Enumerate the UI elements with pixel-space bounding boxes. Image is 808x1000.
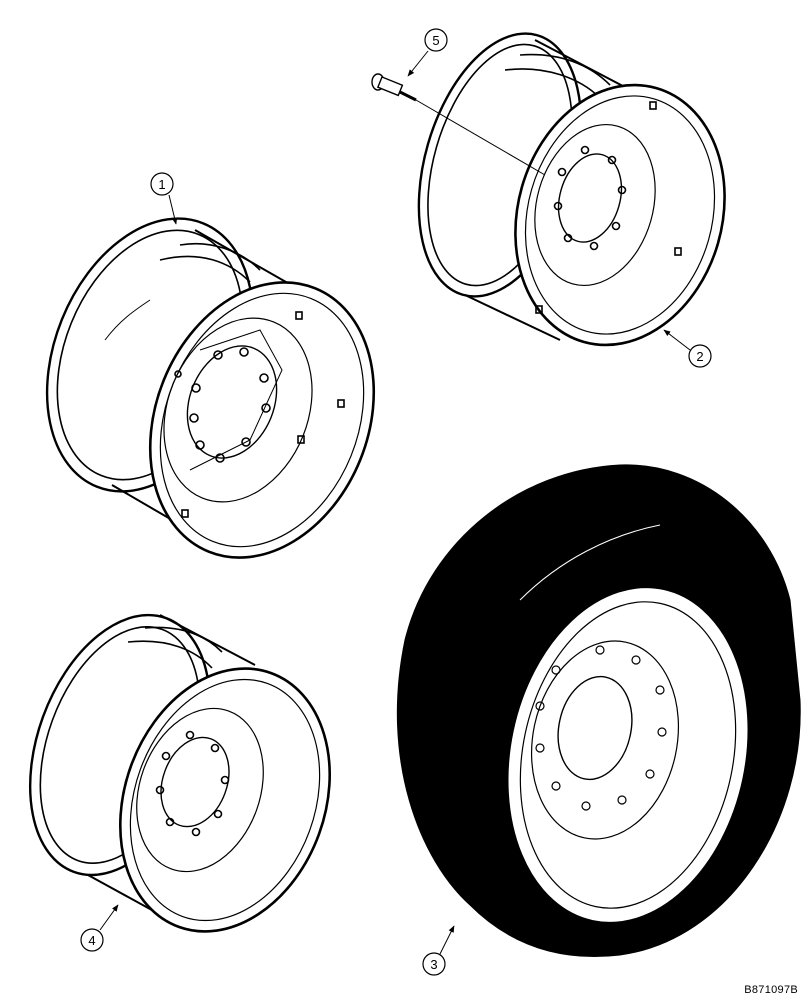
wheel-rim-1 xyxy=(45,217,376,559)
drawing-code: B871097B xyxy=(744,984,798,996)
callout-1: 1 xyxy=(150,172,178,225)
callout-3: 3 xyxy=(422,925,455,976)
callout-5: 5 xyxy=(407,28,448,77)
wheel-tire-3 xyxy=(396,464,801,958)
callout-2: 2 xyxy=(663,329,712,368)
svg-text:5: 5 xyxy=(432,33,439,48)
wheel-rim-2 xyxy=(417,32,726,347)
valve-stem xyxy=(371,73,546,176)
svg-text:3: 3 xyxy=(430,957,437,972)
svg-text:4: 4 xyxy=(88,933,95,948)
callout-4: 4 xyxy=(80,904,119,952)
svg-text:2: 2 xyxy=(696,349,703,364)
wheel-rim-4 xyxy=(28,613,332,933)
svg-text:1: 1 xyxy=(158,177,165,192)
